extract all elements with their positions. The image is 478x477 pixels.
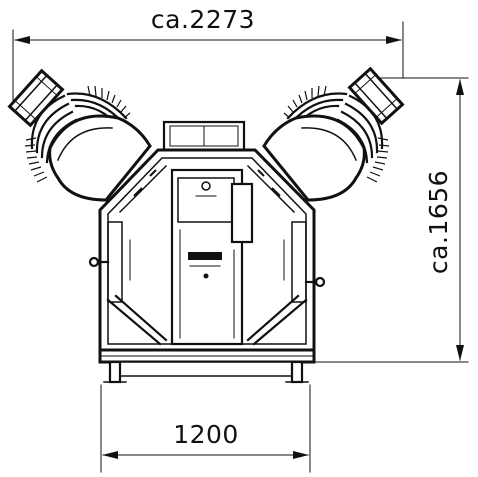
arrowhead-left [102,451,118,459]
arrowhead-bottom [456,345,464,361]
right-side-panel [291,221,307,303]
right-foot [290,360,304,384]
base-plate [111,361,299,377]
arrowhead-right [386,36,402,44]
left-air-filter [7,68,65,128]
electrical-cabinet [230,182,254,244]
dimension-overall-height: ca.1656 [309,77,469,363]
overall-width-label: ca.2273 [151,5,255,34]
right-air-filter [347,66,405,126]
arrowhead-top [456,79,464,95]
nameplate [188,252,222,260]
left-cylinder-assembly [7,68,152,202]
left-drain-valve [88,256,110,268]
brace-upper-left [118,164,168,214]
arrowhead-left [14,36,30,44]
overall-height-label: ca.1656 [424,170,453,274]
base-skid [98,348,316,384]
arrowhead-right [293,451,309,459]
dimension-base-width: 1200 [100,384,311,473]
octagon-inner-edge [107,157,307,345]
brace-lower-left [106,298,162,346]
left-cylinder-inner-edge [57,127,113,161]
main-frame [88,120,326,352]
dimension-overall-width: ca.2273 [12,5,404,111]
brace-lower-right [252,298,308,346]
left-foot [108,360,122,384]
right-drain-valve [304,276,326,288]
right-cylinder-inner-edge [301,127,357,161]
pressure-gauge-icon [201,181,211,191]
base-width-label: 1200 [173,420,239,449]
right-cylinder-assembly [262,66,405,202]
brace-upper-right [246,164,296,214]
